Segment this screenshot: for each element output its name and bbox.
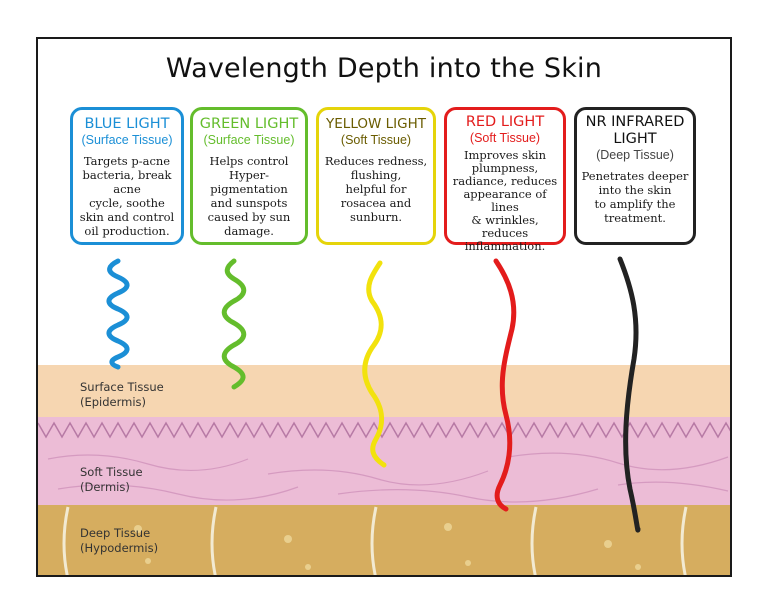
yellow-light-card: YELLOW LIGHT (Soft Tissue) Reduces redne… xyxy=(316,107,436,245)
desc-line: sunburn. xyxy=(349,210,403,224)
diagram-frame: Wavelength Depth into the Skin BLUE LIGH… xyxy=(36,37,732,577)
card-heading: BLUE LIGHT xyxy=(84,116,170,132)
hypodermis-layer xyxy=(38,505,730,575)
soft-tissue-label: Soft Tissue (Dermis) xyxy=(80,465,143,495)
yellow-light-wave xyxy=(362,260,387,468)
layer-subname: (Hypodermis) xyxy=(80,541,159,555)
blue-light-wave xyxy=(106,258,130,370)
card-description: Reduces redness, flushing, helpful for r… xyxy=(322,154,430,224)
card-tissue: (Surface Tissue) xyxy=(203,133,295,147)
near-infrared-light-card: NR INFRARED LIGHT (Deep Tissue) Penetrat… xyxy=(574,107,696,245)
green-light-wave xyxy=(221,258,247,390)
desc-line: Reduces redness, xyxy=(324,154,428,168)
desc-line: Hyper-pigmentation xyxy=(210,168,288,196)
card-heading: NR INFRARED xyxy=(585,114,685,130)
desc-line: cycle, soothe xyxy=(89,196,165,210)
desc-line: radiance, reduces xyxy=(452,174,558,188)
card-tissue: (Soft Tissue) xyxy=(469,131,541,145)
near-infrared-light-wave xyxy=(617,256,641,533)
desc-line: inflammation. xyxy=(464,239,546,253)
dermis-fibres xyxy=(47,452,729,503)
card-description: Improves skin plumpness, radiance, reduc… xyxy=(450,149,560,253)
epidermis-layer xyxy=(38,365,730,417)
desc-line: into the skin xyxy=(598,183,672,197)
card-tissue: (Surface Tissue) xyxy=(81,133,173,147)
desc-line: appearance of lines xyxy=(463,187,547,214)
desc-line: Improves skin xyxy=(463,148,547,162)
desc-line: oil production. xyxy=(84,224,170,238)
card-tissue: (Soft Tissue) xyxy=(340,133,412,147)
blue-light-card: BLUE LIGHT (Surface Tissue) Targets p-ac… xyxy=(70,107,184,245)
desc-line: skin and control xyxy=(79,210,175,224)
desc-line: caused by sun xyxy=(207,210,291,224)
desc-line: rosacea and xyxy=(340,196,412,210)
desc-line: helpful for xyxy=(345,182,407,196)
diagram-title: Wavelength Depth into the Skin xyxy=(165,53,603,84)
desc-line: bacteria, break acne xyxy=(82,168,172,196)
desc-line: and sunspots xyxy=(210,196,288,210)
layer-subname: (Epidermis) xyxy=(80,395,147,409)
layer-subname: (Dermis) xyxy=(80,480,130,494)
desc-line: Helps control xyxy=(209,154,289,168)
card-tissue: (Deep Tissue) xyxy=(596,148,674,162)
desc-line: & wrinkles, reduces xyxy=(471,213,539,240)
skin-layers-illustration xyxy=(38,256,730,575)
desc-line: plumpness, xyxy=(471,161,539,175)
green-light-card: GREEN LIGHT (Surface Tissue) Helps contr… xyxy=(190,107,308,245)
desc-line: treatment. xyxy=(604,211,666,225)
card-heading: YELLOW LIGHT xyxy=(326,116,426,132)
desc-line: Penetrates deeper xyxy=(581,169,689,183)
deep-tissue-label: Deep Tissue (Hypodermis) xyxy=(80,526,158,556)
card-heading: GREEN LIGHT xyxy=(199,116,299,132)
hypodermis-cells xyxy=(62,506,688,575)
card-description: Helps control Hyper-pigmentation and sun… xyxy=(196,154,302,238)
desc-line: flushing, xyxy=(350,168,402,182)
red-light-wave xyxy=(493,258,517,512)
card-heading: RED LIGHT xyxy=(465,114,545,130)
layer-name: Soft Tissue xyxy=(80,465,143,479)
desc-line: damage. xyxy=(224,224,274,238)
layer-name: Surface Tissue xyxy=(80,380,164,394)
card-description: Penetrates deeper into the skin to ampli… xyxy=(580,169,690,225)
hypodermis-dots xyxy=(134,523,641,570)
red-light-card: RED LIGHT (Soft Tissue) Improves skin pl… xyxy=(444,107,566,253)
desc-line: to amplify the xyxy=(594,197,676,211)
epidermis-dermis-border xyxy=(38,421,730,439)
card-description: Targets p-acne bacteria, break acne cycl… xyxy=(76,154,178,238)
desc-line: Targets p-acne xyxy=(83,154,171,168)
card-heading-line-2: LIGHT xyxy=(613,131,657,147)
surface-tissue-label: Surface Tissue (Epidermis) xyxy=(80,380,164,410)
layer-name: Deep Tissue xyxy=(80,526,151,540)
